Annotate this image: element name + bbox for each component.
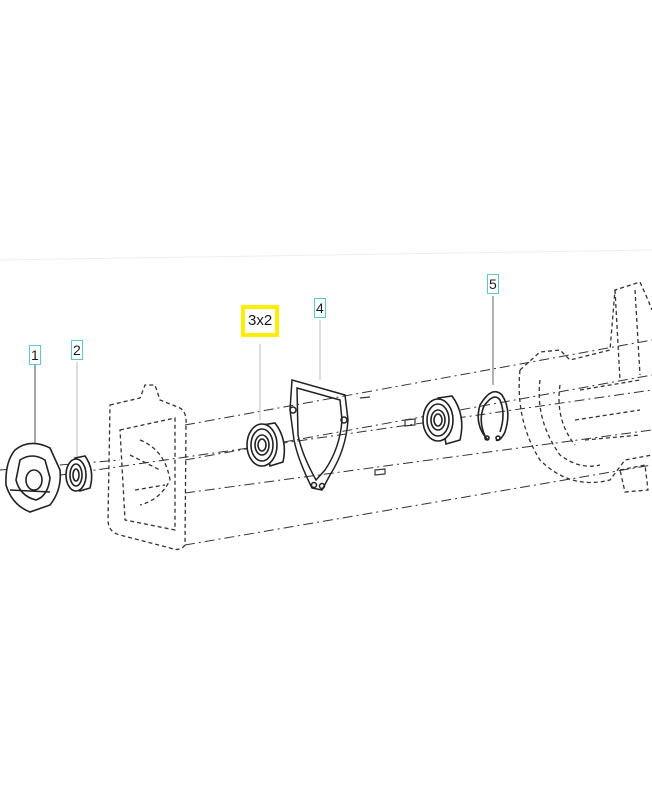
callout-5[interactable]: 5 bbox=[487, 274, 499, 294]
callout-3-highlighted[interactable]: 3x2 bbox=[241, 305, 280, 337]
background-ghost bbox=[0, 249, 652, 261]
callout-2[interactable]: 2 bbox=[71, 340, 83, 360]
callout-4[interactable]: 4 bbox=[314, 298, 326, 318]
part-3-ball-bearing-b bbox=[422, 395, 463, 446]
leader-lines bbox=[34, 296, 494, 458]
part-1-housing-cover bbox=[5, 442, 62, 513]
part-5-circlip bbox=[477, 390, 509, 442]
small-pins bbox=[359, 396, 416, 476]
part-3-ball-bearing-a bbox=[246, 422, 286, 468]
assembly-axis-lines bbox=[0, 339, 652, 546]
housing-right-half bbox=[518, 281, 652, 493]
part-4-gasket bbox=[289, 379, 349, 491]
housing-left-half bbox=[107, 384, 187, 551]
part-2-oil-seal bbox=[65, 455, 93, 493]
callout-1[interactable]: 1 bbox=[29, 345, 41, 365]
